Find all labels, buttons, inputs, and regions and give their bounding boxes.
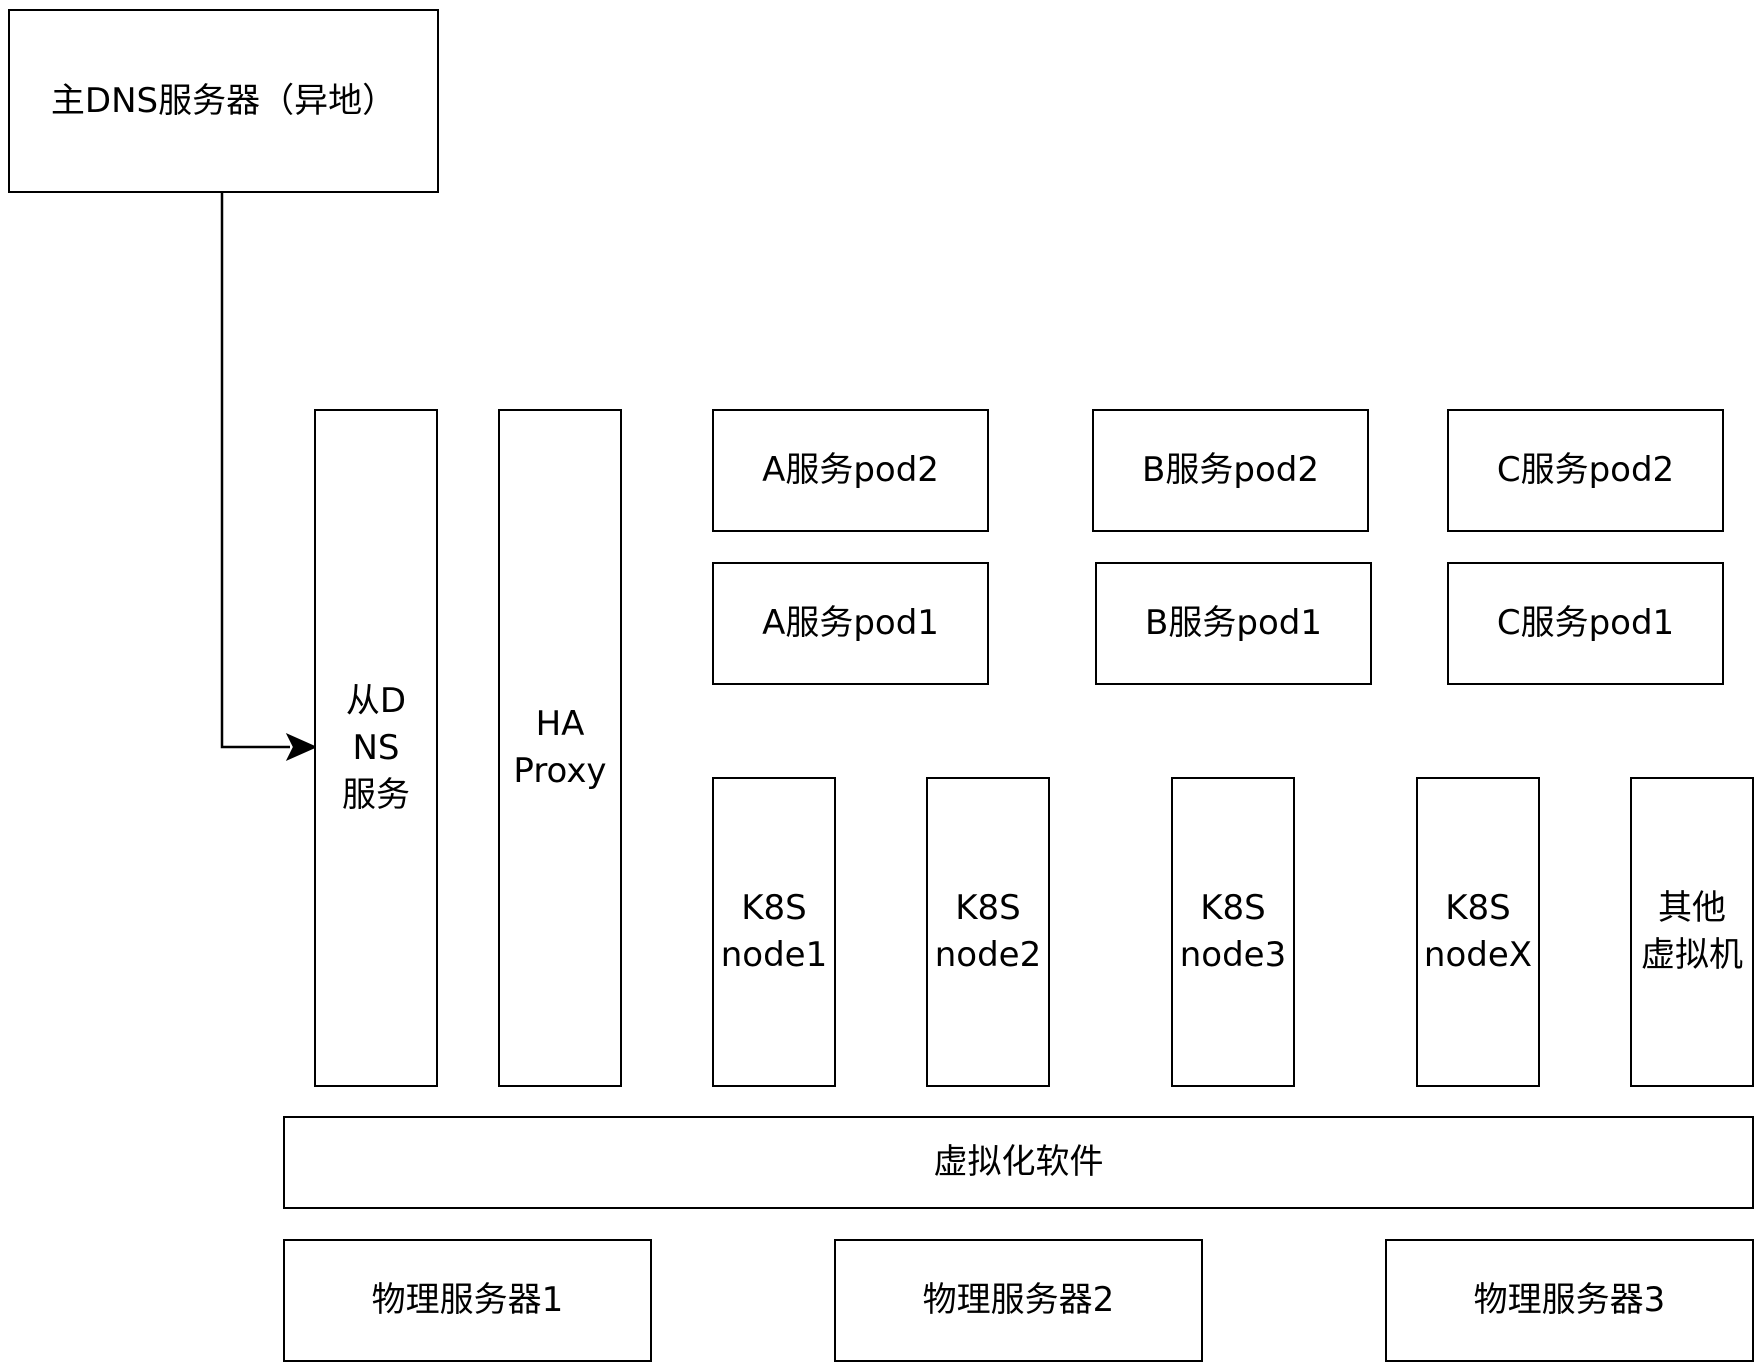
k8s-node3-box: K8S node3	[1171, 777, 1295, 1087]
haproxy-box: HA Proxy	[498, 409, 622, 1087]
a-service-pod2-box: A服务pod2	[712, 409, 989, 532]
b-service-pod1-box: B服务pod1	[1095, 562, 1372, 685]
physical-server2-label: 物理服务器2	[922, 1280, 1115, 1320]
secondary-dns-service-label: 从DNS服务	[342, 680, 410, 815]
physical-server2-box: 物理服务器2	[834, 1239, 1203, 1362]
k8s-node1-box: K8S node1	[712, 777, 836, 1087]
physical-server3-label: 物理服务器3	[1473, 1280, 1666, 1320]
a-service-pod1-box: A服务pod1	[712, 562, 989, 685]
primary-dns-server-label: 主DNS服务器（异地）	[50, 80, 397, 121]
primary-dns-server-box: 主DNS服务器（异地）	[8, 9, 439, 193]
k8s-node2-box: K8S node2	[926, 777, 1050, 1087]
a-service-pod1-label: A服务pod1	[762, 603, 939, 643]
dns-sync-arrow-head	[285, 732, 318, 762]
c-service-pod2-label: C服务pod2	[1496, 450, 1675, 490]
other-vm-label: 其他 虚拟机	[1641, 888, 1743, 975]
b-service-pod2-label: B服务pod2	[1142, 450, 1319, 490]
k8s-node3-label: K8S node3	[1179, 888, 1287, 975]
c-service-pod1-box: C服务pod1	[1447, 562, 1724, 685]
physical-server3-box: 物理服务器3	[1385, 1239, 1754, 1362]
b-service-pod1-label: B服务pod1	[1145, 603, 1322, 643]
k8s-node2-label: K8S node2	[934, 888, 1042, 975]
k8s-node1-label: K8S node1	[720, 888, 828, 975]
physical-server1-label: 物理服务器1	[371, 1280, 564, 1320]
secondary-dns-service-box: 从DNS服务	[314, 409, 438, 1087]
k8s-nodex-label: K8S nodeX	[1423, 888, 1533, 975]
dns-sync-arrow-line	[220, 193, 290, 749]
c-service-pod2-box: C服务pod2	[1447, 409, 1724, 532]
physical-server1-box: 物理服务器1	[283, 1239, 652, 1362]
virtualization-software-label: 虚拟化软件	[933, 1142, 1104, 1182]
haproxy-label: HA Proxy	[513, 704, 607, 791]
c-service-pod1-label: C服务pod1	[1496, 603, 1675, 643]
virtualization-software-box: 虚拟化软件	[283, 1116, 1754, 1209]
a-service-pod2-label: A服务pod2	[762, 450, 939, 490]
b-service-pod2-box: B服务pod2	[1092, 409, 1369, 532]
other-vm-box: 其他 虚拟机	[1630, 777, 1754, 1087]
k8s-nodex-box: K8S nodeX	[1416, 777, 1540, 1087]
